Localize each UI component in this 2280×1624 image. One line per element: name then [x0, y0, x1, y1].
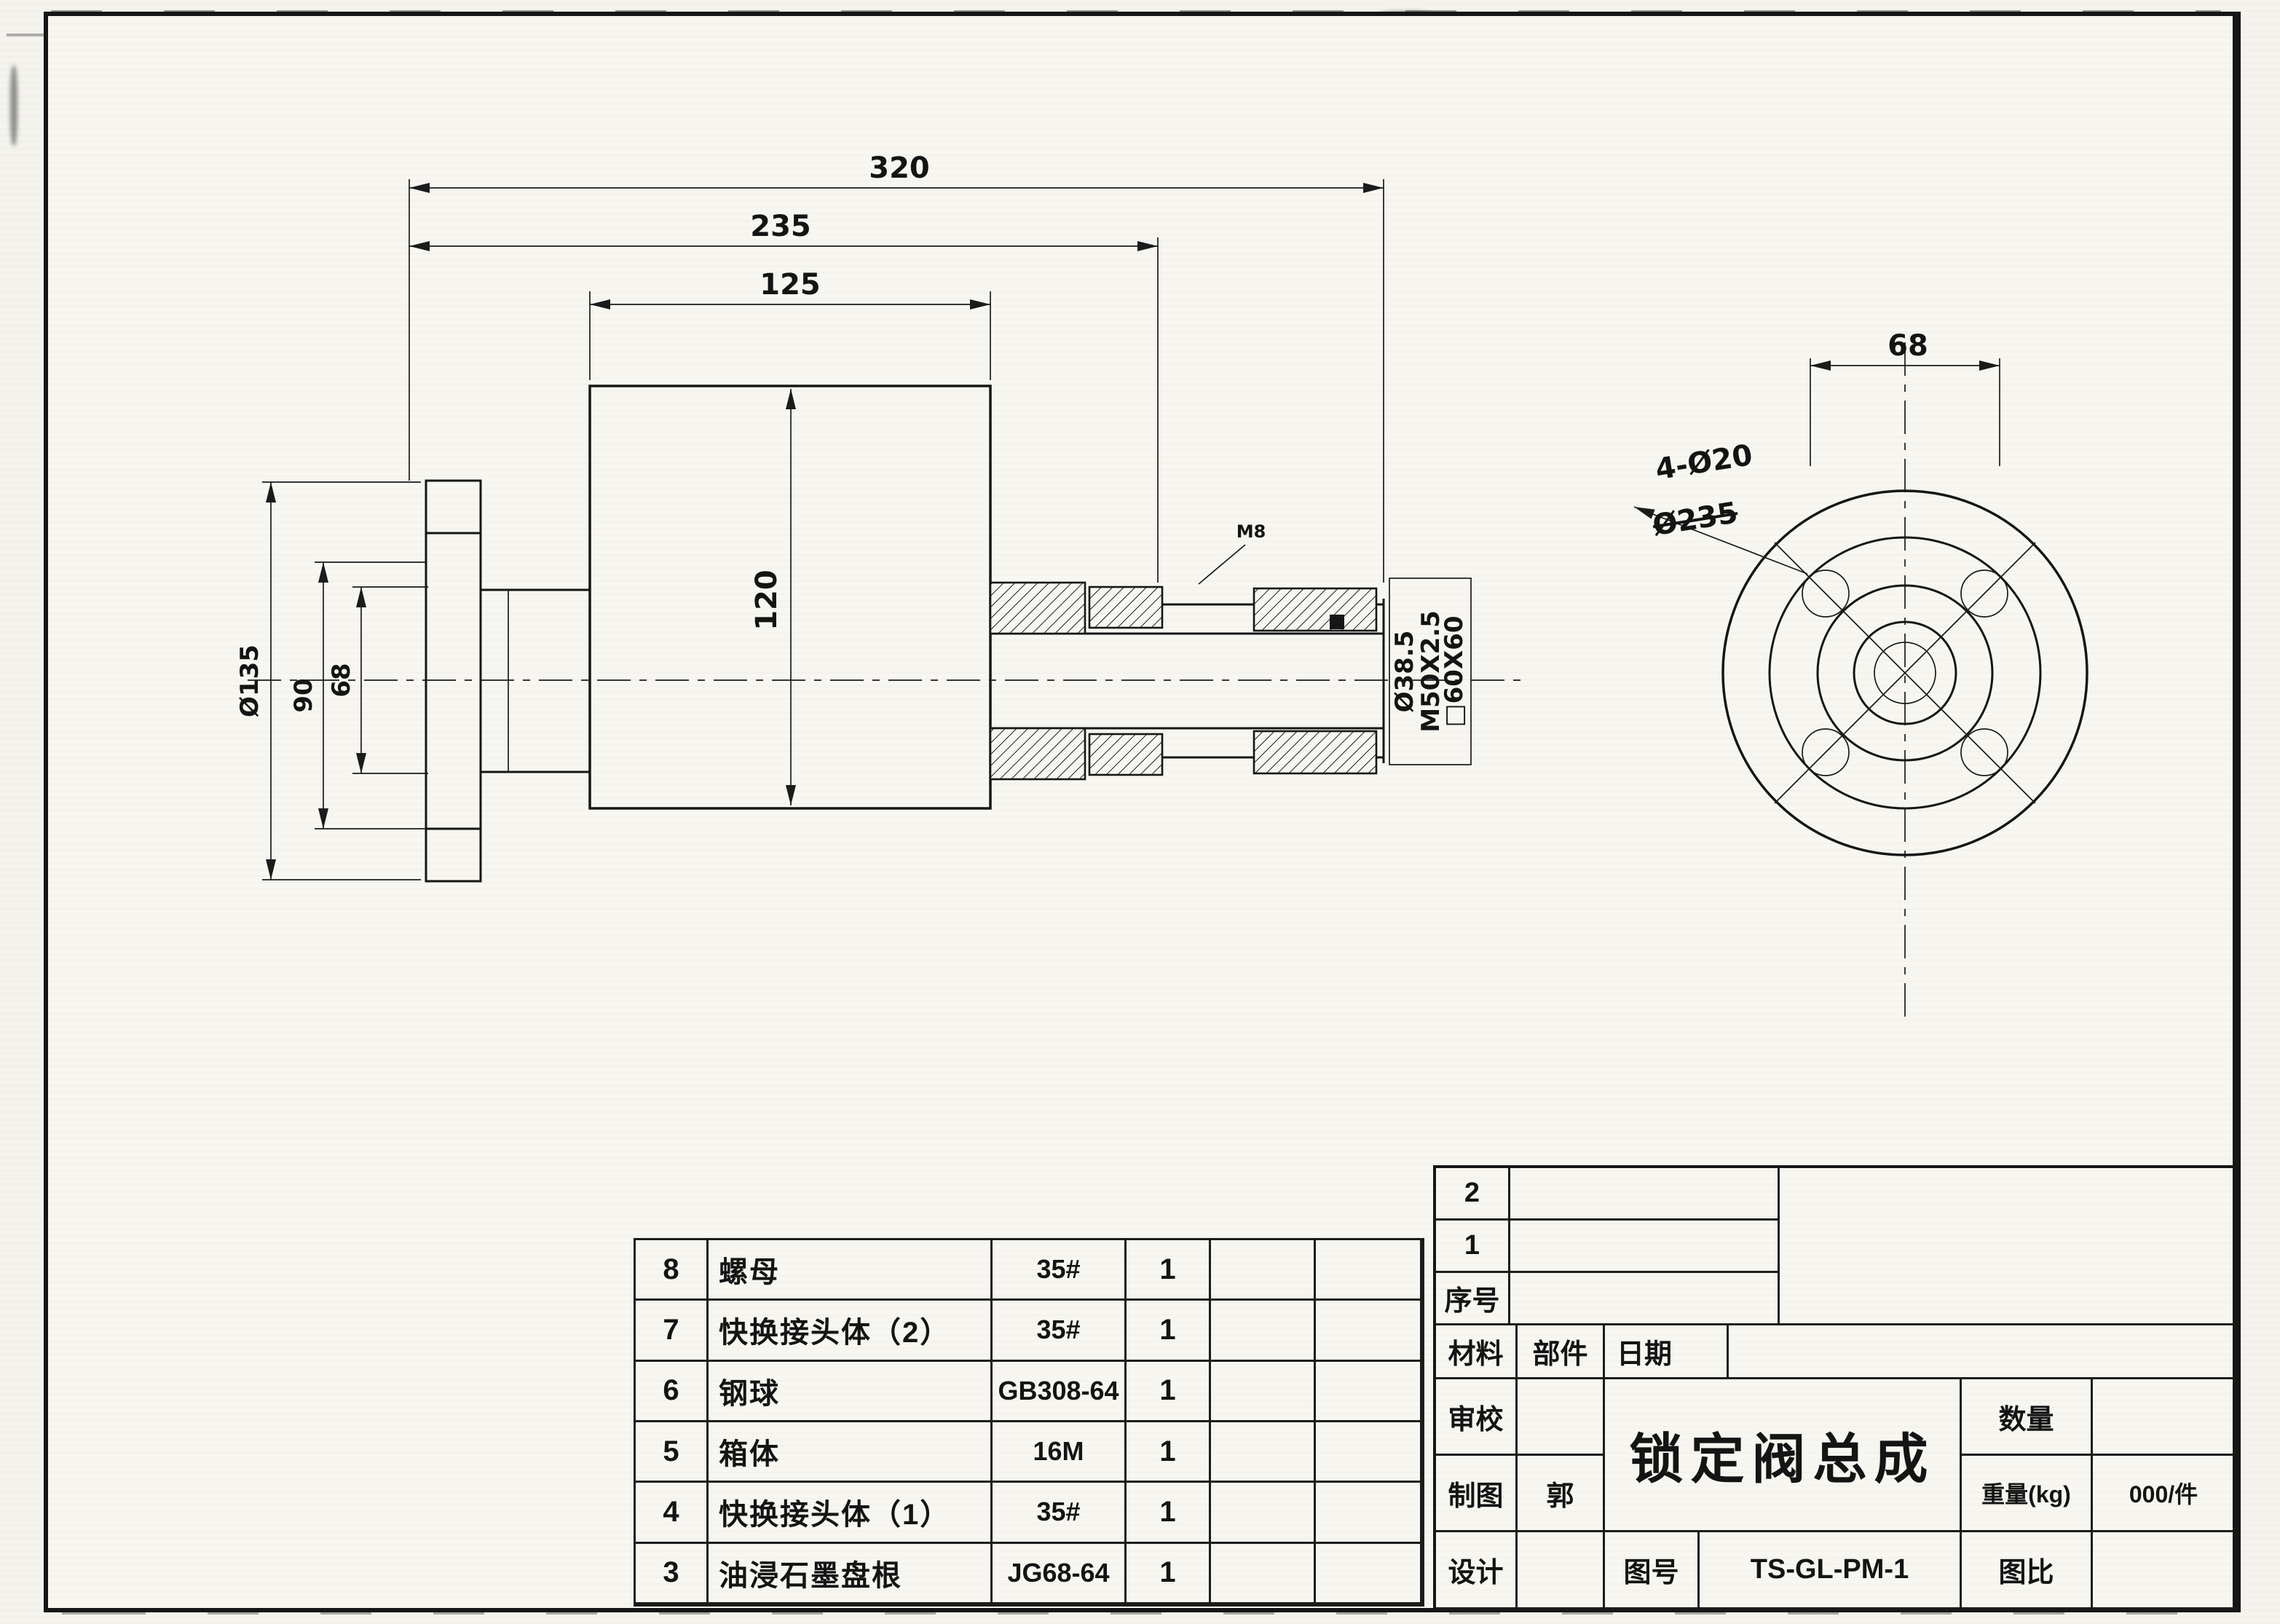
date-label: 日期 — [1605, 1325, 1729, 1379]
part-qty: 1 — [1127, 1361, 1211, 1422]
part-spec: GB308-64 — [993, 1361, 1127, 1422]
title-block: 2 1 序号 材料 部件 日期 审校 制图 郭 设计 锁定阀总成 数量 重量(k… — [1433, 1165, 2234, 1609]
m8-callout: M8 — [1198, 521, 1266, 585]
part-extra — [1316, 1422, 1422, 1483]
bolt-hole — [1960, 728, 2008, 776]
serial-2: 2 — [1436, 1168, 1510, 1221]
shaft-spec-labels: Ø38.5 M50X2.5 □60X60 — [1389, 578, 1472, 765]
part-extra — [1316, 1361, 1422, 1422]
scale-value-cell — [2093, 1532, 2234, 1609]
part-extra — [1211, 1422, 1316, 1483]
top-dimensions: 320 235 125 — [409, 151, 1384, 583]
dim-68-front: 68 — [1887, 329, 1928, 363]
part-extra — [1316, 1240, 1422, 1301]
dim-d135: Ø135 — [235, 645, 264, 717]
serial-1: 1 — [1436, 1221, 1510, 1273]
valve-body-outline — [588, 385, 992, 810]
coupler-section — [989, 581, 1385, 781]
left-dimensions: Ø135 90 68 — [235, 481, 428, 880]
design-label: 设计 — [1436, 1532, 1518, 1609]
part-no: 5 — [636, 1422, 709, 1483]
dim-4xd20: 4-Ø20 — [1653, 438, 1755, 486]
part-no: 6 — [636, 1361, 709, 1422]
part-name: 快换接头体（1） — [709, 1483, 993, 1544]
part-spec: 35# — [993, 1240, 1127, 1301]
serial-1-name-cell — [1510, 1221, 1780, 1273]
part-no: 4 — [636, 1483, 709, 1544]
part-name: 箱体 — [709, 1422, 993, 1483]
part-extra — [1211, 1543, 1316, 1604]
dim-320: 320 — [869, 151, 930, 185]
part-spec: 35# — [993, 1483, 1127, 1544]
draft-label: 制图 — [1436, 1456, 1518, 1532]
serial-label: 序号 — [1436, 1273, 1510, 1325]
part-extra — [1211, 1240, 1316, 1301]
review-value-cell — [1518, 1379, 1605, 1456]
part-name: 快换接头体（2） — [709, 1301, 993, 1362]
part-spec: 35# — [993, 1301, 1127, 1362]
qty-label: 数量 — [1962, 1379, 2093, 1456]
review-label: 审校 — [1436, 1379, 1518, 1456]
part-name: 钢球 — [709, 1361, 993, 1422]
weight-label: 重量(kg) — [1962, 1456, 2093, 1532]
bolt-hole — [1802, 728, 1850, 776]
part-qty: 1 — [1127, 1543, 1211, 1604]
part-qty: 1 — [1127, 1483, 1211, 1544]
parts-table: 8 螺母 35# 1 7 快换接头体（2） 35# 1 6 钢球 GB308-6… — [634, 1238, 1424, 1607]
bolt-hole — [1802, 569, 1850, 618]
part-spec: JG68-64 — [993, 1543, 1127, 1604]
part-no: 3 — [636, 1543, 709, 1604]
front-view: 68 4-Ø20 Ø235 — [1633, 329, 2088, 1017]
drawing-frame — [44, 12, 2241, 1612]
part-label: 部件 — [1518, 1325, 1605, 1379]
dim-90: 90 — [289, 678, 318, 712]
part-extra — [1316, 1483, 1422, 1544]
drawing-no: TS-GL-PM-1 — [1700, 1532, 1962, 1609]
part-qty: 1 — [1127, 1240, 1211, 1301]
part-extra — [1316, 1301, 1422, 1362]
name-header-cell — [1510, 1273, 1780, 1325]
drawing-title: 锁定阀总成 — [1605, 1379, 1962, 1532]
part-extra — [1211, 1361, 1316, 1422]
part-name: 油浸石墨盘根 — [709, 1543, 993, 1604]
drawing-no-label: 图号 — [1605, 1532, 1700, 1609]
part-qty: 1 — [1127, 1422, 1211, 1483]
dim-120: 120 — [750, 569, 784, 631]
dim-125: 125 — [760, 268, 821, 301]
scan-artifact — [10, 66, 17, 146]
top-right-empty-cell — [1780, 1168, 2234, 1325]
side-view: M8 320 235 125 120 — [235, 151, 1529, 883]
dim-d38-5: Ø38.5 — [1390, 631, 1419, 713]
qty-value-cell — [2093, 1379, 2234, 1456]
steel-ball — [1330, 615, 1344, 629]
left-flange — [425, 479, 590, 883]
dim-235: 235 — [750, 210, 811, 243]
dim-m50x2-5: M50X2.5 — [1416, 610, 1445, 733]
part-qty: 1 — [1127, 1301, 1211, 1362]
scale-label: 图比 — [1962, 1532, 2093, 1609]
design-value-cell — [1518, 1532, 1605, 1609]
body-height-dimension: 120 — [750, 389, 796, 805]
dim-d235-struck: Ø235 — [1650, 496, 1740, 543]
dim-68-left: 68 — [327, 663, 356, 697]
material-label: 材料 — [1436, 1325, 1518, 1379]
part-no: 8 — [636, 1240, 709, 1301]
bolt-hole-callout: 4-Ø20 Ø235 — [1633, 438, 1808, 575]
part-spec: 16M — [993, 1422, 1127, 1483]
dim-60x60: □60X60 — [1440, 616, 1469, 728]
draftsman: 郭 — [1518, 1456, 1605, 1532]
date-value-cell — [1729, 1325, 2234, 1379]
part-name: 螺母 — [709, 1240, 993, 1301]
weight-value: 000/件 — [2093, 1456, 2234, 1532]
part-extra — [1211, 1301, 1316, 1362]
diagonal-centerline — [1774, 542, 2036, 804]
dim-m8: M8 — [1236, 521, 1266, 542]
part-extra — [1316, 1543, 1422, 1604]
part-no: 7 — [636, 1301, 709, 1362]
serial-2-name-cell — [1510, 1168, 1780, 1221]
front-top-dimension: 68 — [1810, 329, 2000, 466]
part-extra — [1211, 1483, 1316, 1544]
bolt-hole — [1960, 569, 2008, 618]
